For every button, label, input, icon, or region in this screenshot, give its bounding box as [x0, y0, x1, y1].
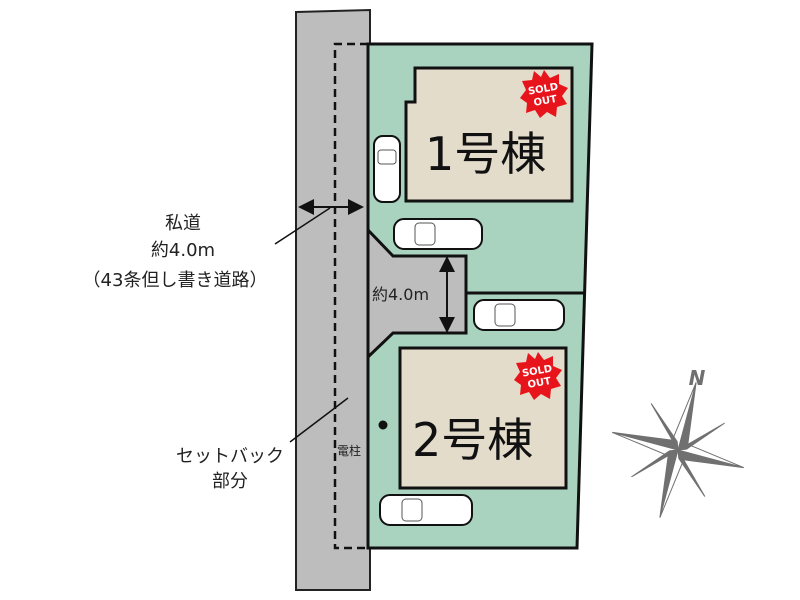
- svg-text:OUT: OUT: [527, 376, 552, 391]
- svg-text:OUT: OUT: [533, 94, 558, 109]
- svg-text:SOLD: SOLD: [527, 82, 559, 98]
- utility-pole-icon: [378, 420, 388, 430]
- car-icon: [473, 299, 565, 331]
- road-label-type: （43条但し書き道路）: [83, 270, 268, 291]
- building-1-label: 1号棟: [425, 127, 546, 181]
- setback-label-line1: セットバック: [176, 446, 284, 467]
- car-icon: [393, 218, 483, 250]
- road-label-name: 私道: [165, 213, 201, 234]
- utility-pole-label: 電柱: [337, 443, 361, 458]
- svg-text:SOLD: SOLD: [521, 364, 553, 380]
- car-icon: [373, 135, 401, 203]
- setback-label-line2: 部分: [212, 471, 248, 492]
- building-2-label: 2号棟: [412, 413, 533, 467]
- road-leader-line: [274, 207, 331, 245]
- compass-icon: [612, 382, 744, 518]
- sold-out-badge-2: SOLD OUT: [514, 352, 562, 400]
- road-label-width: 約4.0m: [151, 240, 215, 261]
- driveway-width-label: 約4.0m: [372, 285, 429, 304]
- compass-north-label: N: [689, 366, 706, 390]
- car-icon: [379, 494, 473, 526]
- setback-line: [333, 42, 368, 550]
- private-road: [295, 8, 371, 591]
- setback-leader-line: [289, 397, 349, 443]
- sold-out-badge-1: SOLD OUT: [520, 70, 568, 118]
